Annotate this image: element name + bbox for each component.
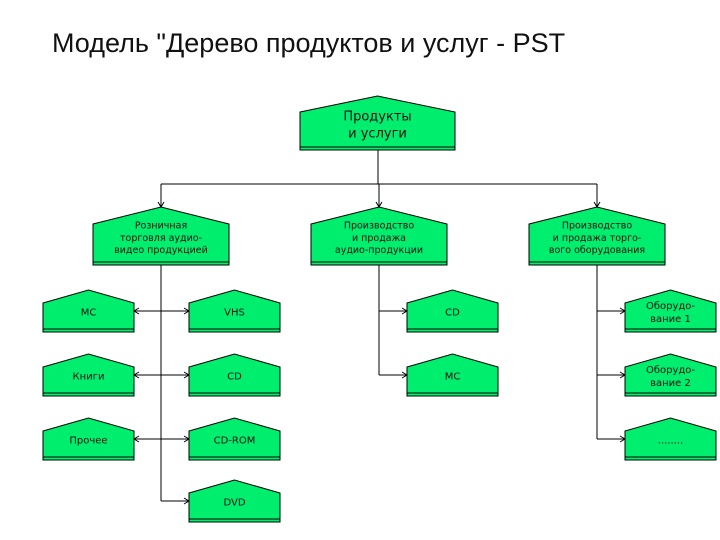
node-label: Розничная <box>135 220 187 231</box>
node-label: Оборудо- <box>646 301 695 312</box>
node-shape <box>406 353 499 397</box>
node-cd1: CD <box>188 353 281 397</box>
node-label: вание 1 <box>650 314 691 325</box>
node-label: Производство <box>562 220 633 231</box>
node-label: DVD <box>223 497 245 508</box>
node-shape <box>188 479 281 523</box>
node-shape <box>42 417 135 461</box>
node-label: VHS <box>224 307 245 318</box>
node-label: вание 2 <box>650 378 691 389</box>
node-shape <box>406 289 499 333</box>
node-other: Прочее <box>42 417 135 461</box>
node-shape <box>42 353 135 397</box>
node-label: ........ <box>658 435 683 446</box>
node-mc2: МС <box>406 353 499 397</box>
node-cdrom: CD-ROM <box>188 417 281 461</box>
node-label: Книги <box>73 371 105 382</box>
node-vhs: VHS <box>188 289 281 333</box>
node-shape <box>624 353 717 397</box>
node-shape <box>42 289 135 333</box>
node-equip2: Оборудо-вание 2 <box>624 353 717 397</box>
node-label: Оборудо- <box>646 365 695 376</box>
node-label: и услуги <box>348 126 407 141</box>
node-shape <box>299 95 456 151</box>
node-dvd: DVD <box>188 479 281 523</box>
slide-title: Модель "Дерево продуктов и услуг - PST <box>52 28 566 58</box>
node-mc1: МС <box>42 289 135 333</box>
node-label: вого оборудования <box>549 245 645 256</box>
node-shape <box>310 206 448 266</box>
node-label: аудио-продукции <box>335 245 423 256</box>
node-shape <box>188 289 281 333</box>
node-label: Продукты <box>343 109 411 124</box>
node-root: Продукты и услуги <box>299 95 456 151</box>
node-label: Производство <box>344 220 415 231</box>
node-label: МС <box>445 371 461 382</box>
node-equip-prod: Производство и продажа торго-вого оборудо… <box>528 206 666 266</box>
node-label: и продажа <box>352 233 406 244</box>
node-shape <box>92 206 230 266</box>
node-shape <box>188 353 281 397</box>
node-label: торговля аудио- <box>120 233 202 244</box>
node-label: CD <box>445 307 460 318</box>
node-shape <box>528 206 666 266</box>
node-dots: ........ <box>624 417 717 461</box>
node-shape <box>624 289 717 333</box>
node-equip1: Оборудо-вание 1 <box>624 289 717 333</box>
node-label: видео продукцией <box>114 245 208 256</box>
node-label: и продажа торго- <box>553 233 642 244</box>
node-label: CD <box>227 371 242 382</box>
node-shape <box>188 417 281 461</box>
node-books: Книги <box>42 353 135 397</box>
node-cd2: CD <box>406 289 499 333</box>
node-label: Прочее <box>69 435 107 446</box>
node-label: МС <box>81 307 97 318</box>
node-shape <box>624 417 717 461</box>
node-label: CD-ROM <box>214 435 256 446</box>
node-retail: Розничная торговля аудио-видео продукцией <box>92 206 230 266</box>
